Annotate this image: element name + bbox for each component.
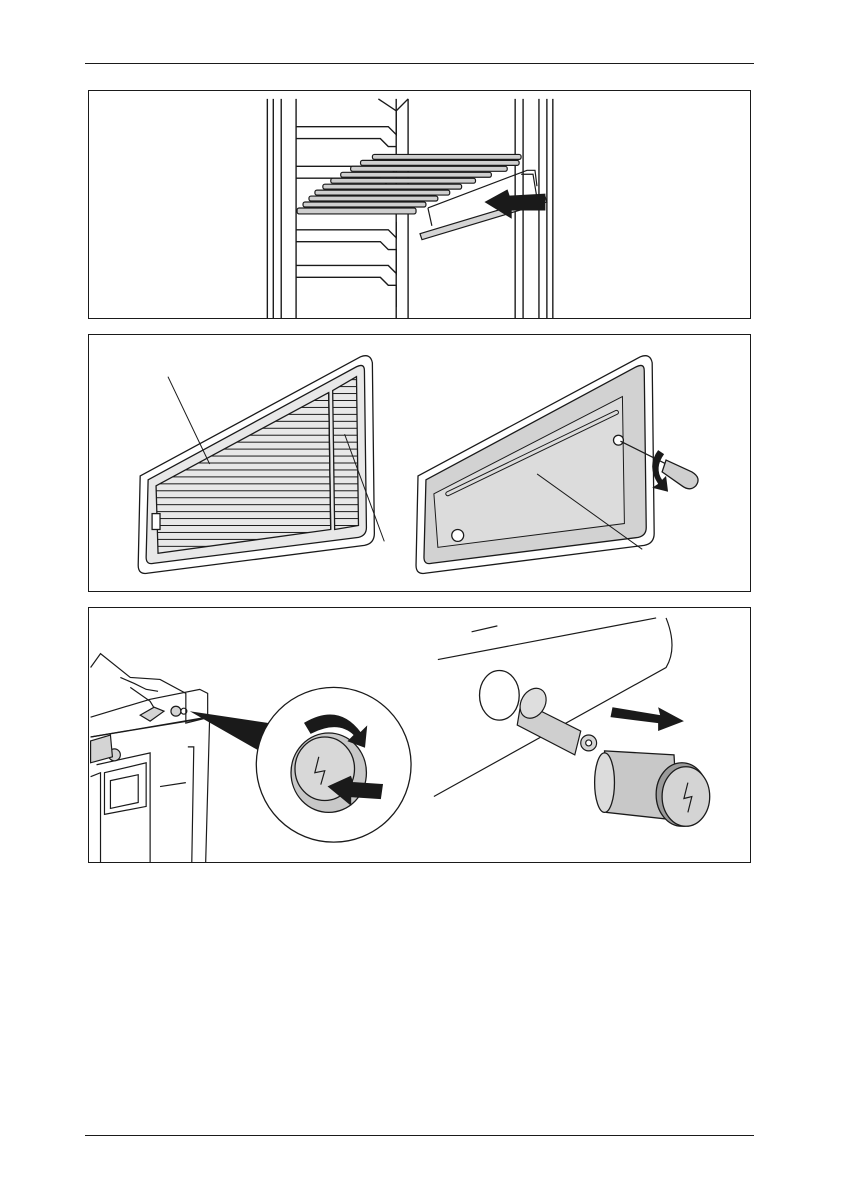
figure-shelf bbox=[88, 90, 751, 319]
figure-igniter bbox=[88, 607, 751, 863]
ignition-cap bbox=[595, 751, 710, 826]
shelf-illustration bbox=[89, 91, 750, 318]
footer-rule bbox=[85, 1135, 754, 1136]
ignition-button-zoom bbox=[256, 687, 411, 842]
control-panel bbox=[91, 654, 210, 862]
pull-arrow-icon bbox=[610, 707, 683, 731]
header-rule bbox=[85, 63, 754, 64]
vent-grille-illustration bbox=[89, 335, 750, 591]
zoom-leader bbox=[190, 711, 269, 751]
igniter-illustration bbox=[89, 608, 750, 862]
ignition-socket bbox=[480, 671, 520, 721]
figure-vent-grilles bbox=[88, 334, 751, 592]
ventilation-grille-winter-cover bbox=[416, 356, 654, 574]
